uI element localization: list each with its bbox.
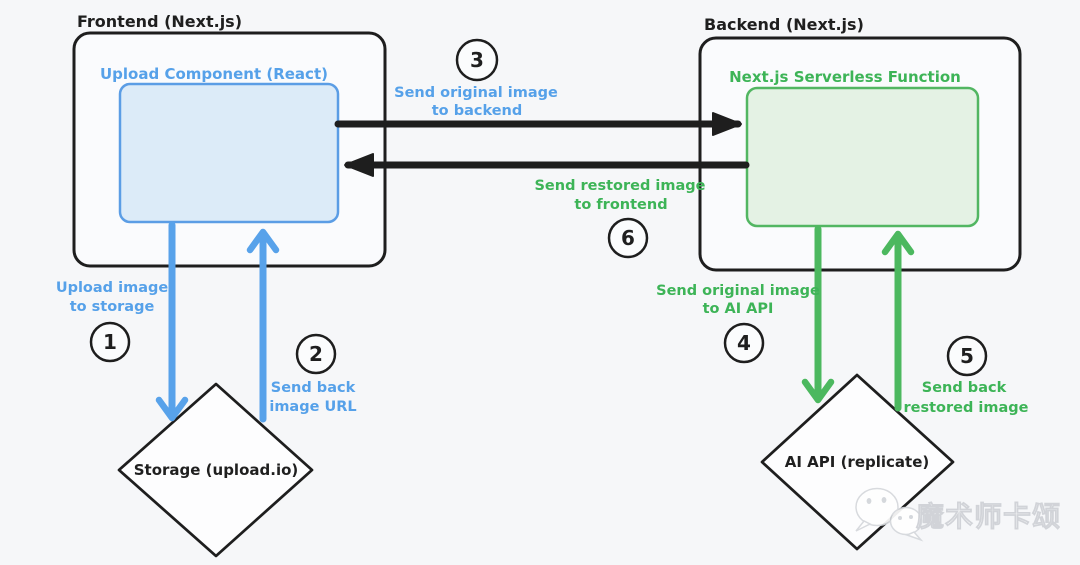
step-5-label-line2: restored image [904, 400, 1029, 416]
serverless-function-label: Next.js Serverless Function [729, 68, 961, 86]
ai-api-label: AI API (replicate) [785, 453, 929, 471]
step-3-label-line1: Send original image [394, 85, 558, 101]
step-1-badge [89, 321, 131, 363]
step-3-number: 3 [470, 48, 484, 72]
step-5: 5 Send back restored image [904, 335, 1029, 416]
step-1: Upload image to storage 1 [56, 280, 169, 363]
watermark: 魔术师卡颂 [855, 487, 1061, 542]
step-3-label-line2: to backend [432, 103, 523, 119]
step-1-label-line1: Upload image [56, 280, 169, 296]
step-4-label-line1: Send original image [656, 283, 820, 299]
step-6: Send restored image to frontend 6 [534, 178, 706, 259]
step-1-label-line2: to storage [70, 299, 155, 315]
step-4: Send original image to AI API 4 [656, 283, 820, 364]
step-6-label-line1: Send restored image [534, 178, 705, 194]
step-2: 2 Send back image URL [269, 333, 357, 415]
watermark-text: 魔术师卡颂 [916, 500, 1061, 533]
ai-api-node: AI API (replicate) [760, 373, 955, 551]
storage-label: Storage (upload.io) [134, 461, 299, 479]
serverless-function-box [745, 86, 980, 228]
backend-node: Backend (Next.js) Next.js Serverless Fun… [698, 15, 1022, 272]
step-4-badge [723, 322, 765, 364]
step-4-label-line2: to AI API [703, 301, 774, 317]
frontend-title: Frontend (Next.js) [77, 12, 242, 31]
step-6-label-line2: to frontend [574, 197, 667, 213]
step-5-badge [946, 335, 988, 377]
upload-component-label: Upload Component (React) [100, 65, 328, 83]
upload-component-box [118, 82, 340, 224]
wechat-icon [855, 487, 924, 542]
step-5-number: 5 [960, 344, 974, 368]
step-2-label-line2: image URL [269, 399, 356, 415]
ai-api-diamond [760, 373, 955, 551]
step-3: 3 Send original image to backend [394, 38, 558, 119]
step-2-label-line1: Send back [271, 380, 356, 396]
storage-node: Storage (upload.io) [117, 382, 314, 558]
step-1-number: 1 [103, 330, 117, 354]
backend-title: Backend (Next.js) [704, 15, 864, 34]
step-3-badge [455, 38, 499, 82]
step-2-number: 2 [309, 342, 323, 366]
step-2-badge [295, 333, 337, 375]
step-5-label-line1: Send back [922, 380, 1007, 396]
frontend-node: Frontend (Next.js) Upload Component (Rea… [72, 12, 387, 268]
step-6-number: 6 [621, 226, 635, 250]
step-6-badge [607, 217, 649, 259]
step-4-number: 4 [737, 331, 751, 355]
